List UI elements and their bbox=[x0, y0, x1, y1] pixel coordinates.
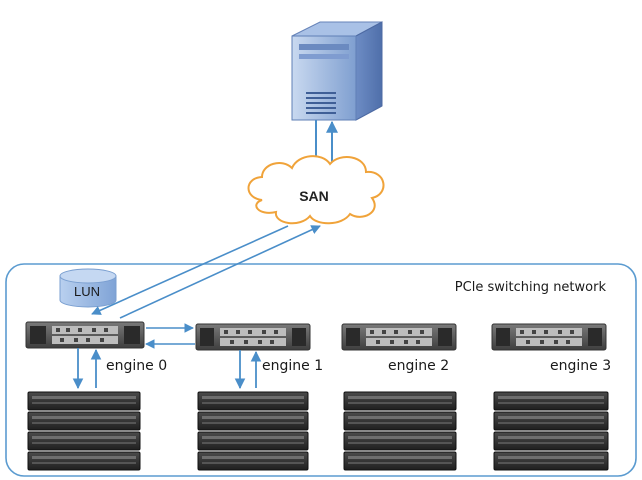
disk-shelf-bezel bbox=[498, 416, 604, 419]
disk-shelf bbox=[493, 431, 609, 451]
engine-0-label: engine 0 bbox=[106, 358, 167, 374]
disk-shelf bbox=[27, 411, 141, 431]
disk-shelf bbox=[197, 411, 309, 431]
disk-shelf bbox=[27, 391, 141, 411]
disk-shelf-bezel bbox=[32, 396, 136, 399]
disk-enclosure-stack-0 bbox=[27, 391, 141, 471]
disk-shelf bbox=[197, 391, 309, 411]
disk-shelf-bezel bbox=[348, 396, 452, 399]
disk-shelf bbox=[343, 431, 457, 451]
disk-shelf-bezel bbox=[348, 402, 452, 404]
disk-shelf bbox=[343, 411, 457, 431]
san-cloud-icon bbox=[247, 155, 385, 225]
disk-enclosure-stack-1 bbox=[197, 391, 309, 471]
disk-shelf bbox=[27, 431, 141, 451]
disk-shelf-bezel bbox=[202, 462, 304, 464]
disk-shelf-bezel bbox=[498, 442, 604, 444]
disk-shelf-bezel bbox=[348, 442, 452, 444]
engine-1-chassis bbox=[195, 323, 311, 351]
disk-shelf-bezel bbox=[32, 402, 136, 404]
lun-icon bbox=[59, 268, 117, 308]
network-label: PCle switching network bbox=[455, 280, 607, 295]
disk-shelf-bezel bbox=[348, 456, 452, 459]
disk-shelf-bezel bbox=[202, 436, 304, 439]
disk-shelf-bezel bbox=[498, 462, 604, 464]
disk-shelf-bezel bbox=[348, 416, 452, 419]
disk-shelf bbox=[343, 391, 457, 411]
disk-shelf-bezel bbox=[202, 402, 304, 404]
disk-shelf-bezel bbox=[202, 422, 304, 424]
san-to-engine0-arrow bbox=[91, 225, 289, 315]
disk-shelf bbox=[27, 451, 141, 471]
engine-0-chassis bbox=[25, 321, 145, 349]
disk-shelf-bezel bbox=[202, 396, 304, 399]
server-icon bbox=[291, 21, 383, 121]
disk-shelf-bezel bbox=[202, 416, 304, 419]
disk-shelf-bezel bbox=[32, 416, 136, 419]
disk-shelf-bezel bbox=[32, 436, 136, 439]
disk-shelf bbox=[197, 431, 309, 451]
engine-2-chassis bbox=[341, 323, 457, 351]
engine-3-chassis bbox=[491, 323, 607, 351]
disk-enclosure-stack-2 bbox=[343, 391, 457, 471]
pcie-network-boundary bbox=[5, 263, 637, 477]
disk-shelf-bezel bbox=[498, 436, 604, 439]
disk-shelf-bezel bbox=[202, 456, 304, 459]
engine-3-label: engine 3 bbox=[550, 358, 611, 374]
disk-shelf-bezel bbox=[32, 422, 136, 424]
san-label: SAN bbox=[299, 188, 329, 204]
lun-label: LUN bbox=[74, 284, 100, 299]
disk-shelf-bezel bbox=[498, 402, 604, 404]
disk-shelf bbox=[197, 451, 309, 471]
disk-shelf bbox=[493, 391, 609, 411]
disk-shelf bbox=[493, 451, 609, 471]
disk-shelf-bezel bbox=[498, 456, 604, 459]
disk-shelf-bezel bbox=[32, 456, 136, 459]
disk-shelf bbox=[343, 451, 457, 471]
engine-2-label: engine 2 bbox=[388, 358, 449, 374]
engine0-to-san-arrow bbox=[119, 225, 321, 319]
disk-shelf-bezel bbox=[348, 462, 452, 464]
disk-shelf-bezel bbox=[32, 442, 136, 444]
disk-shelf bbox=[493, 411, 609, 431]
engine-1-label: engine 1 bbox=[262, 358, 323, 374]
disk-shelf-bezel bbox=[498, 422, 604, 424]
disk-shelf-bezel bbox=[32, 462, 136, 464]
disk-shelf-bezel bbox=[498, 396, 604, 399]
disk-shelf-bezel bbox=[348, 436, 452, 439]
disk-shelf-bezel bbox=[202, 442, 304, 444]
disk-shelf-bezel bbox=[348, 422, 452, 424]
disk-enclosure-stack-3 bbox=[493, 391, 609, 471]
